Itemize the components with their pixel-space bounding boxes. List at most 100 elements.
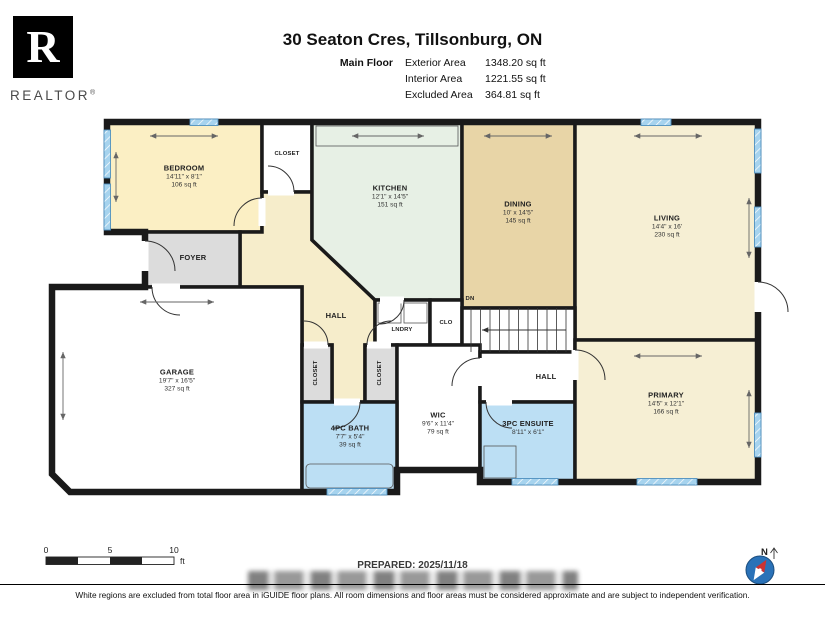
compass-rose-icon xyxy=(745,555,775,585)
watermark xyxy=(248,571,578,590)
room-area: 230 sq ft xyxy=(654,231,680,239)
room-wic-shape xyxy=(395,343,482,472)
room-name: LNDRY xyxy=(391,327,413,334)
room-dims: 14'4" x 16' xyxy=(651,223,683,231)
bath-door-arc xyxy=(333,401,361,429)
compass-n-label: N xyxy=(761,547,768,558)
room-primary-shape xyxy=(573,338,760,484)
room-dims: 10' x 14'5" xyxy=(502,209,534,217)
area-label: Interior Area xyxy=(405,73,463,85)
area-label: Excluded Area xyxy=(405,89,473,101)
room-label-dining: DINING 10' x 14'5" 145 sq ft xyxy=(503,200,533,227)
wic-door-arc xyxy=(451,357,481,387)
room-label-closet-right: CLOSET xyxy=(377,360,385,385)
window xyxy=(754,128,762,174)
ensuite-door-arc xyxy=(485,401,513,429)
room-dims: 12'1" x 14'5" xyxy=(371,193,409,201)
room-name: PRIMARY xyxy=(648,390,684,400)
closet-right-door-arc xyxy=(366,320,392,346)
room-label-clo: CLO xyxy=(439,320,452,328)
room-name: CLOSET xyxy=(313,360,320,386)
window xyxy=(103,183,111,231)
room-label-living: LIVING 14'4" x 16' 230 sq ft xyxy=(652,214,682,241)
room-label-garage: GARAGE 19'7" x 16'5" 327 sq ft xyxy=(159,368,195,395)
scale-tick-0: 0 xyxy=(44,545,49,555)
area-value: 1221.55 sq ft xyxy=(485,73,546,85)
registered-mark: ® xyxy=(90,89,96,97)
room-label-hall-rear: HALL xyxy=(536,372,557,382)
room-dims: 7'7" x 5'4" xyxy=(335,433,365,441)
room-area: 327 sq ft xyxy=(164,385,190,393)
room-living-shape xyxy=(573,120,760,342)
room-label-bath: 4PC BATH 7'7" x 5'4" 39 sq ft xyxy=(331,424,370,451)
window xyxy=(326,488,388,496)
stairs-dn-label: DN xyxy=(466,296,475,304)
kitchen-counter xyxy=(315,125,459,147)
scale-unit: ft xyxy=(180,556,185,566)
room-label-ensuite: 3PC ENSUITE 8'11" x 6'1" xyxy=(502,419,553,437)
room-name: FOYER xyxy=(179,253,207,263)
realtor-logo-text: REALTOR® xyxy=(10,88,95,103)
room-name: CLOSET xyxy=(274,151,300,158)
area-value: 1348.20 sq ft xyxy=(485,57,546,69)
bedroom-door-arc xyxy=(233,197,263,227)
area-label: Exterior Area xyxy=(405,57,466,69)
room-area: 166 sq ft xyxy=(653,408,679,416)
room-dims: 14'11" x 8'1" xyxy=(166,173,202,181)
room-name: LIVING xyxy=(653,213,681,223)
room-dims: 9'6" x 11'4" xyxy=(421,420,455,428)
patio-door-arc xyxy=(757,281,789,313)
disclaimer-text: White regions are excluded from total fl… xyxy=(75,590,750,600)
room-label-kitchen: KITCHEN 12'1" x 14'5" 151 sq ft xyxy=(372,184,408,211)
bathtub xyxy=(305,463,394,489)
room-label-closet-left: CLOSET xyxy=(313,360,321,385)
room-label-lndry: LNDRY xyxy=(391,327,412,335)
area-value: 364.81 sq ft xyxy=(485,89,540,101)
room-area: 79 sq ft xyxy=(427,428,449,436)
room-dims: 14'5" x 12'1" xyxy=(647,400,685,408)
window xyxy=(189,118,219,126)
scale-bar: 0 5 10 ft xyxy=(44,545,186,566)
door-arcs xyxy=(144,165,789,429)
page-title: 30 Seaton Cres, Tillsonburg, ON xyxy=(282,30,543,49)
window xyxy=(103,129,111,179)
room-name: HALL xyxy=(325,311,347,321)
closet-left-door-arc xyxy=(303,320,329,346)
windows xyxy=(103,118,762,496)
primary-door-arc xyxy=(574,349,606,381)
room-name: 4PC BATH xyxy=(330,423,370,433)
window xyxy=(636,478,698,486)
room-label-wic: WIC 9'6" x 11'4" 79 sq ft xyxy=(422,411,454,438)
window xyxy=(754,206,762,248)
room-area: 106 sq ft xyxy=(171,181,197,189)
footer-divider xyxy=(0,584,825,585)
scale-tick-10: 10 xyxy=(169,545,179,555)
room-name: WIC xyxy=(430,410,446,420)
room-name: BEDROOM xyxy=(163,163,205,173)
floor-label: Main Floor xyxy=(339,57,393,69)
room-name: GARAGE xyxy=(159,367,195,377)
stairs-treads xyxy=(470,308,567,352)
stairs-direction: DN xyxy=(465,296,475,303)
room-label-closet-top: CLOSET xyxy=(274,151,299,159)
room-label-foyer: FOYER xyxy=(180,253,207,263)
closet-top-door-arc xyxy=(267,165,295,193)
dryer xyxy=(403,302,428,324)
room-name: HALL xyxy=(535,372,557,382)
lndry-door-arc xyxy=(379,299,405,325)
realtor-brand: REALTOR xyxy=(10,88,91,103)
front-door-arc xyxy=(144,240,176,272)
room-ensuite-shape xyxy=(478,400,577,484)
room-closet-left-shape xyxy=(300,343,334,404)
room-name: DINING xyxy=(504,199,532,209)
floor-area-stats: Main Floor Exterior Area 1348.20 sq ft I… xyxy=(308,57,546,101)
realtor-logo: R xyxy=(13,16,73,78)
room-area: 151 sq ft xyxy=(377,201,403,209)
prepared-date: PREPARED: 2025/11/18 xyxy=(357,560,468,571)
door-gaps xyxy=(141,188,762,406)
shower xyxy=(483,445,517,479)
scale-tick-5: 5 xyxy=(108,545,113,555)
room-label-primary: PRIMARY 14'5" x 12'1" 166 sq ft xyxy=(648,391,684,418)
